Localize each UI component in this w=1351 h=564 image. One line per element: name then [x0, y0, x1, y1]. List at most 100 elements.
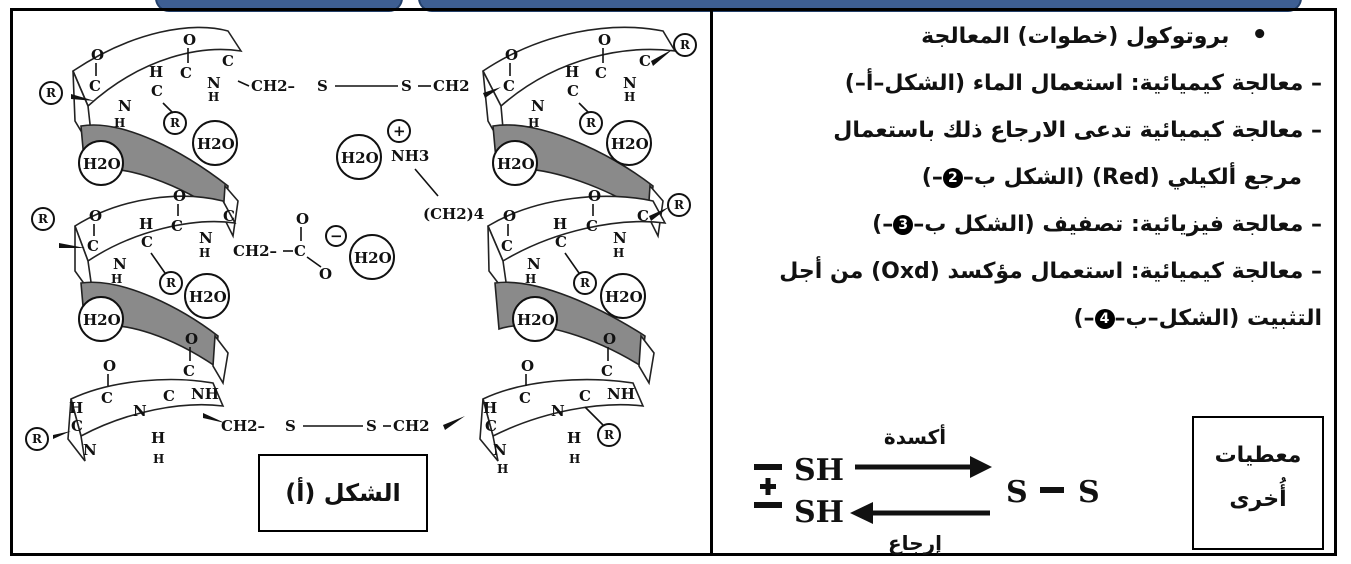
atom-NH: NH — [191, 385, 219, 403]
svg-text:H: H — [569, 452, 580, 466]
atom-C: C — [141, 233, 153, 251]
svg-text:R: R — [32, 432, 43, 446]
protocol-step-1: – معالجة كيميائية: استعمال الماء (الشكل–… — [844, 71, 1322, 96]
svg-text:O: O — [588, 187, 601, 205]
svg-text:H2O: H2O — [497, 155, 535, 173]
svg-text:O: O — [598, 31, 611, 49]
other-data-box: معطيات أُخرى — [1192, 416, 1324, 550]
keratin-helix-diagram: .lbl { font-family:"DejaVu Serif", serif… — [25, 26, 697, 476]
oxidation-arrow — [970, 456, 992, 478]
atom-C: C — [89, 77, 101, 95]
svg-text:C: C — [586, 217, 598, 235]
svg-text:R: R — [166, 276, 177, 290]
r-group-circle — [25, 427, 49, 451]
reduction-arrow — [850, 502, 873, 524]
step-number-badge: 3 — [893, 215, 914, 235]
oxidation-label: أكسدة — [884, 423, 946, 449]
svg-text:−: − — [330, 227, 343, 245]
column-divider — [710, 8, 713, 556]
svg-text:N: N — [527, 255, 541, 273]
svg-text:H: H — [553, 215, 567, 233]
step-number-badge: 4 — [1094, 309, 1115, 329]
protocol-step-3: – معالجة فيزيائية: تصفيف (الشكل ب–3–) — [872, 212, 1322, 237]
svg-text:C: C — [639, 52, 651, 70]
content-frame — [10, 8, 1337, 556]
ch2-group: CH2 — [433, 77, 470, 95]
atom-C: C — [163, 387, 175, 405]
svg-text:H: H — [565, 63, 579, 81]
left-helix: O C N H H C O C N H C R R CH2– S H2O H2O… — [25, 26, 398, 466]
atom-C: C — [151, 82, 163, 100]
sh-top: SH — [794, 453, 844, 488]
disulfide-product: S — [1006, 475, 1028, 510]
atom-N: N — [113, 255, 127, 273]
svg-text:C: C — [485, 417, 497, 435]
ch2-group: CH2– — [233, 242, 277, 260]
ch2-group: CH2 — [393, 417, 430, 435]
svg-text:H: H — [528, 116, 539, 130]
ch2-group: CH2– — [251, 77, 295, 95]
atom-H: H — [139, 215, 153, 233]
protocol-step-4a: – معالجة كيميائية: استعمال مؤكسد (Oxd) م… — [779, 259, 1322, 284]
svg-text:C: C — [503, 77, 515, 95]
svg-text:R: R — [170, 116, 181, 130]
protocol-step-4b: التثبيت (الشكل–ب–4–) — [1073, 306, 1322, 331]
svg-text:H: H — [525, 272, 536, 286]
svg-text:H2O: H2O — [517, 311, 555, 329]
atom-C: C — [87, 237, 99, 255]
svg-text:C: C — [579, 387, 591, 405]
atom-H: H — [208, 90, 219, 104]
svg-text:H2O: H2O — [605, 288, 643, 306]
protocol-title: بروتوكول (خطوات) المعالجة — [720, 12, 1328, 60]
svg-text:S: S — [1078, 475, 1100, 510]
svg-text:C: C — [595, 64, 607, 82]
atom-N: N — [83, 441, 97, 459]
atom-O: O — [103, 357, 116, 375]
atom-C: C — [222, 52, 234, 70]
svg-text:N: N — [623, 74, 637, 92]
svg-text:H: H — [624, 90, 635, 104]
atom-H: H — [149, 63, 163, 81]
svg-text:H: H — [567, 429, 581, 447]
svg-text:R: R — [674, 198, 685, 212]
other-data-line2: أُخرى — [1229, 487, 1287, 512]
water-molecule-circle — [600, 273, 646, 319]
atom-H: H — [111, 272, 122, 286]
svg-text:R: R — [580, 276, 591, 290]
sh-bottom: SH — [794, 495, 844, 530]
svg-text:R: R — [586, 116, 597, 130]
r-group-circle — [159, 271, 183, 295]
svg-text:O: O — [505, 46, 518, 64]
svg-text:H2O: H2O — [83, 311, 121, 329]
svg-text:H: H — [613, 246, 624, 260]
svg-text:R: R — [38, 212, 49, 226]
water-molecule-circle — [78, 140, 124, 186]
svg-text:H2O: H2O — [83, 155, 121, 173]
figure-caption-box: الشكل (أ) — [258, 454, 428, 532]
svg-text:R: R — [604, 428, 615, 442]
right-helix: O C N H H C O C N H C R R H2O H2O O C H … — [479, 26, 697, 476]
sulfur-atom: S — [401, 77, 412, 95]
sulfur-atom: S — [317, 77, 328, 95]
svg-text:C: C — [555, 233, 567, 251]
atom-O: O — [89, 207, 102, 225]
atom-O: O — [91, 46, 104, 64]
atom-O: O — [183, 31, 196, 49]
plus-sign-v — [765, 478, 771, 495]
other-data-line1: معطيات — [1214, 443, 1302, 468]
ch2-group: CH2– — [221, 417, 265, 435]
atom-N: N — [118, 97, 132, 115]
svg-text:N: N — [531, 97, 545, 115]
helix-ribbon — [72, 26, 243, 108]
atom-H: H — [114, 116, 125, 130]
atom-H: H — [69, 399, 83, 417]
water-molecule-circle — [492, 140, 538, 186]
lysine-chain: (CH2)4 — [423, 205, 484, 223]
figure-caption: الشكل (أ) — [285, 479, 401, 507]
svg-text:C: C — [519, 389, 531, 407]
svg-text:O: O — [603, 330, 616, 348]
svg-text:H2O: H2O — [611, 135, 649, 153]
atom-O: O — [185, 330, 198, 348]
atom-C: C — [71, 417, 83, 435]
atom-C: C — [171, 217, 183, 235]
